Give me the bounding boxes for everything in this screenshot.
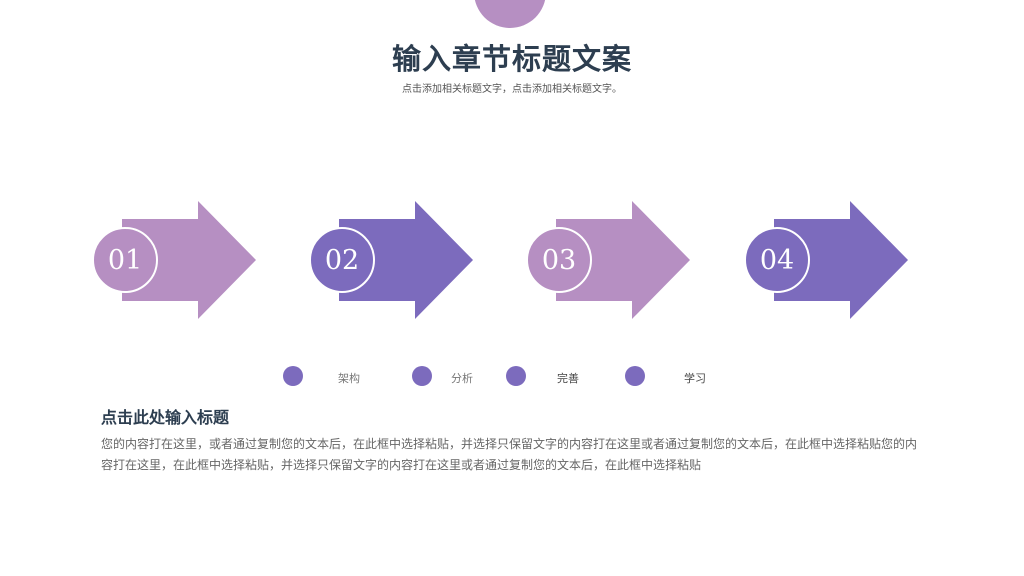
step-03[interactable]: 03	[524, 201, 694, 319]
section-heading[interactable]: 点击此处输入标题	[101, 408, 230, 427]
arrow-shape	[122, 201, 256, 319]
step-01[interactable]: 01	[90, 201, 260, 319]
legend-dot-4	[625, 366, 645, 386]
legend-label-3[interactable]: 完善	[557, 372, 579, 385]
step-number: 04	[744, 227, 810, 293]
legend-dot-1	[283, 366, 303, 386]
page-subtitle[interactable]: 点击添加相关标题文字，点击添加相关标题文字。	[402, 84, 622, 95]
step-number: 01	[92, 227, 158, 293]
top-tab-decoration	[474, 0, 546, 28]
legend-label-2[interactable]: 分析	[451, 372, 473, 385]
section-body-text[interactable]: 您的内容打在这里，或者通过复制您的文本后，在此框中选择粘贴，并选择只保留文字的内…	[101, 437, 918, 472]
arrow-shape	[774, 201, 908, 319]
step-02[interactable]: 02	[307, 201, 477, 319]
legend-label-1[interactable]: 架构	[338, 372, 360, 385]
legend-dot-3	[506, 366, 526, 386]
step-number: 02	[309, 227, 375, 293]
step-04[interactable]: 04	[742, 201, 912, 319]
page-title[interactable]: 输入章节标题文案	[391, 42, 632, 76]
step-number: 03	[526, 227, 592, 293]
legend-dot-2	[412, 366, 432, 386]
arrow-shape	[339, 201, 473, 319]
legend-label-4[interactable]: 学习	[684, 372, 706, 385]
arrow-shape	[556, 201, 690, 319]
